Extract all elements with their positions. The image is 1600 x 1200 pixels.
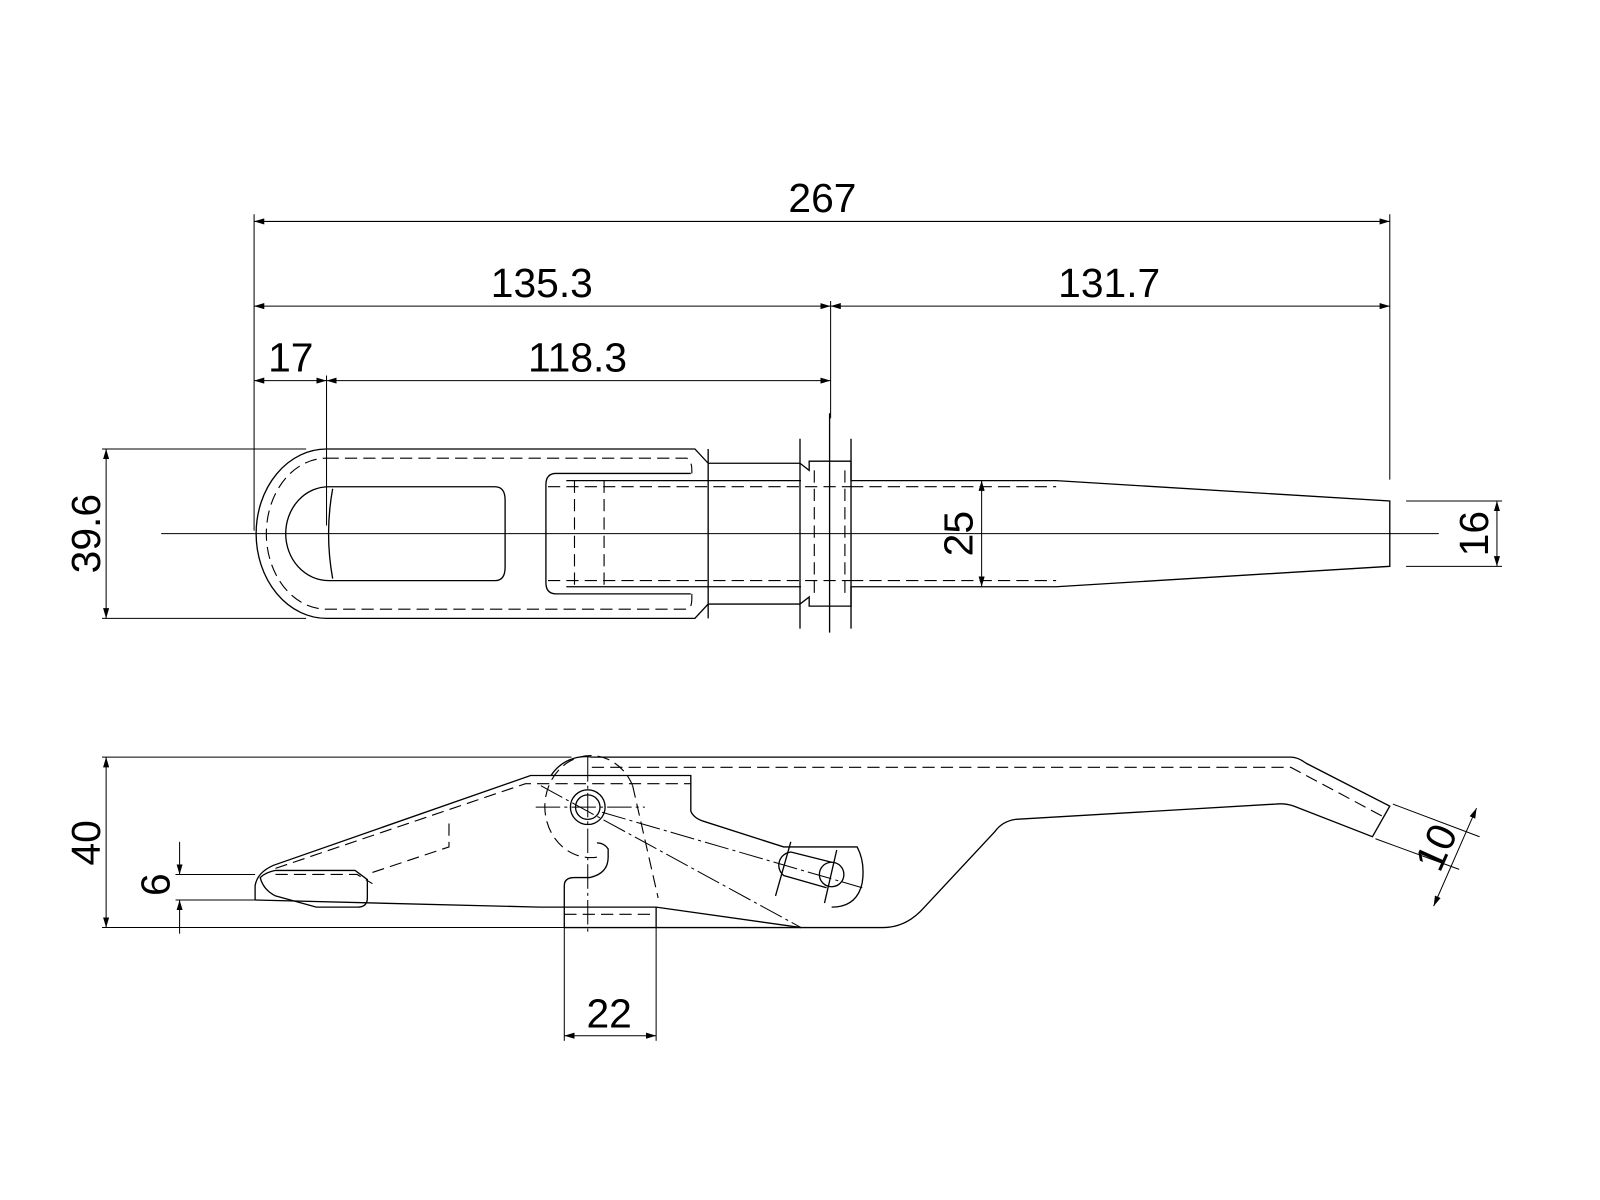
eye-hole-edge — [327, 488, 334, 579]
top-view: 267 135.3 131.7 17 118.3 39.6 25 16 — [63, 175, 1503, 633]
handle-dashed — [591, 766, 1383, 817]
dim-line-10 — [1433, 807, 1477, 907]
dim-left-segment: 135.3 — [491, 260, 593, 306]
dim-right-segment: 131.7 — [1058, 260, 1160, 306]
mounting-tab — [563, 842, 609, 928]
dim-tab-width: 22 — [586, 991, 631, 1037]
eye-inner-dashed — [265, 457, 693, 610]
side-view: 40 6 22 10 — [63, 755, 1480, 1041]
dim-height: 40 — [63, 820, 109, 865]
pivot-arc — [544, 755, 634, 859]
hook-dashed — [275, 783, 691, 885]
dim-tip-width: 16 — [1451, 511, 1497, 556]
hook-plate — [254, 774, 864, 908]
dim-overall-length: 267 — [788, 175, 856, 221]
dim-eye-offset: 17 — [268, 334, 313, 380]
dim-hook-gap: 6 — [132, 873, 178, 896]
link-axis — [540, 785, 802, 928]
link-dashed — [632, 785, 659, 899]
slot-center — [823, 849, 838, 904]
slot-center — [774, 841, 792, 897]
handle-lever — [255, 755, 1391, 929]
eye-hole — [285, 486, 506, 582]
dim-eye-to-hinge: 118.3 — [528, 334, 627, 380]
hook-slot — [259, 869, 369, 908]
dim-rod-width: 25 — [935, 511, 981, 556]
dim-eye-width: 39.6 — [63, 494, 109, 573]
slot — [545, 472, 691, 595]
eye-outline — [255, 448, 1391, 620]
